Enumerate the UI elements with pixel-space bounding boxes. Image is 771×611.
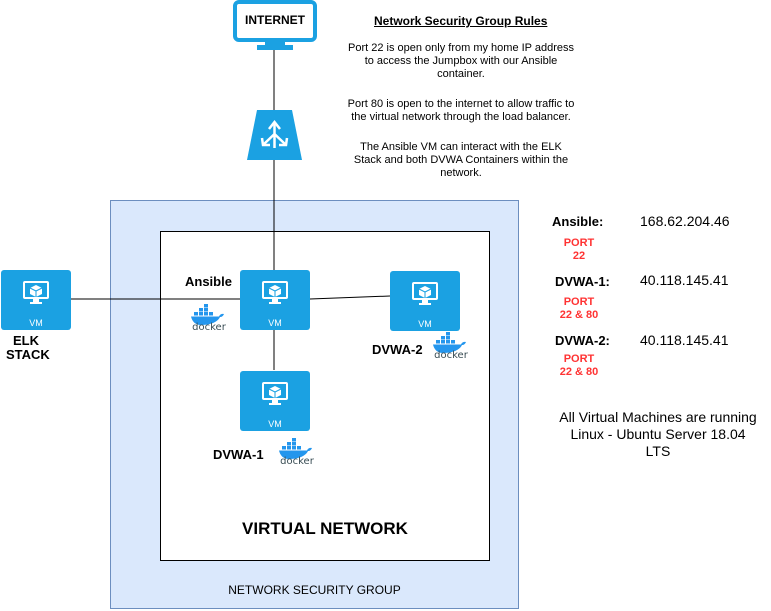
internet-monitor-icon	[233, 0, 317, 50]
dvwa2-docker-logo: docker	[431, 332, 471, 364]
docker-text: docker	[280, 456, 314, 467]
ip-row-dvwa1-name: DVWA-1:	[555, 274, 610, 289]
ip-row-ansible-name: Ansible:	[552, 214, 604, 229]
vm-label: VM	[418, 319, 432, 329]
rule-port-80: Port 80 is open to the internet to allow…	[347, 98, 575, 123]
ansible-docker-logo: docker	[189, 304, 229, 336]
ip-row-ansible-ip: 168.62.204.46	[640, 213, 730, 229]
dvwa1-vm-icon: VM	[240, 371, 310, 431]
ansible-to-dvwa2-line	[309, 295, 391, 300]
vm-label: VM	[29, 318, 43, 328]
vm-label: VM	[268, 318, 282, 328]
ip-row-dvwa2-ip: 40.118.145.41	[640, 332, 729, 348]
monitor-icon	[23, 281, 49, 304]
docker-whale-icon	[191, 304, 224, 325]
vm-label: VM	[268, 419, 282, 429]
dvwa2-vm-icon: VM	[390, 271, 460, 331]
docker-text: docker	[192, 322, 226, 333]
rules-title: Network Security Group Rules	[374, 14, 548, 28]
monitor-icon	[412, 282, 438, 305]
ip-row-dvwa2-name: DVWA-2:	[555, 333, 610, 348]
rule-port-22: Port 22 is open only from my home IP add…	[347, 42, 574, 80]
ansible-vm-icon: VM	[240, 270, 310, 330]
docker-whale-icon	[433, 332, 466, 353]
ip-row-dvwa1-ip: 40.118.145.41	[640, 272, 729, 288]
rule-ansible-access: The Ansible VM can interact with the ELK…	[353, 141, 569, 179]
monitor-icon	[262, 382, 288, 405]
dvwa1-docker-logo: docker	[277, 438, 317, 470]
docker-whale-icon	[279, 438, 312, 459]
dvwa2-label: DVWA-2	[372, 342, 423, 357]
virtual-network-label: VIRTUAL NETWORK	[242, 519, 408, 538]
internet-label: INTERNET	[245, 13, 305, 27]
docker-text: docker	[434, 350, 468, 361]
load-balancer-icon	[247, 110, 302, 160]
monitor-icon	[262, 281, 288, 304]
ansible-label: Ansible	[185, 274, 232, 289]
dvwa1-label: DVWA-1	[213, 447, 264, 462]
elk-vm-icon: VM	[1, 270, 71, 330]
network-security-group-label: NETWORK SECURITY GROUP	[228, 583, 401, 597]
